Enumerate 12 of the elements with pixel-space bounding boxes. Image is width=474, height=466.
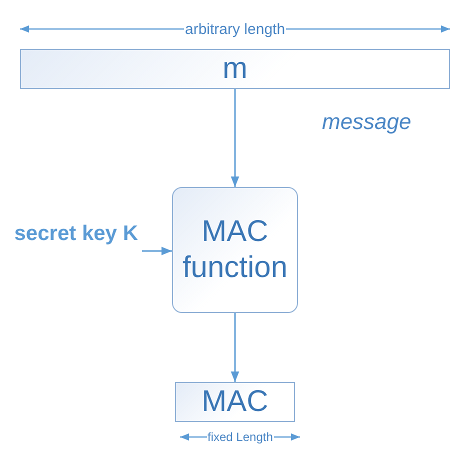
key-label: secret key K — [14, 203, 138, 265]
dimension-label: arbitrary length — [184, 20, 286, 38]
process-box — [172, 187, 298, 313]
message-box — [20, 49, 450, 89]
node-text: MAC function — [181, 214, 289, 286]
arrow — [142, 246, 172, 256]
node-text: MAC — [202, 384, 268, 420]
arrow — [230, 313, 240, 382]
node-text: m — [222, 51, 248, 87]
arrow — [230, 89, 240, 187]
dimension-label: fixed Length — [206, 430, 274, 444]
output-box — [175, 382, 295, 422]
